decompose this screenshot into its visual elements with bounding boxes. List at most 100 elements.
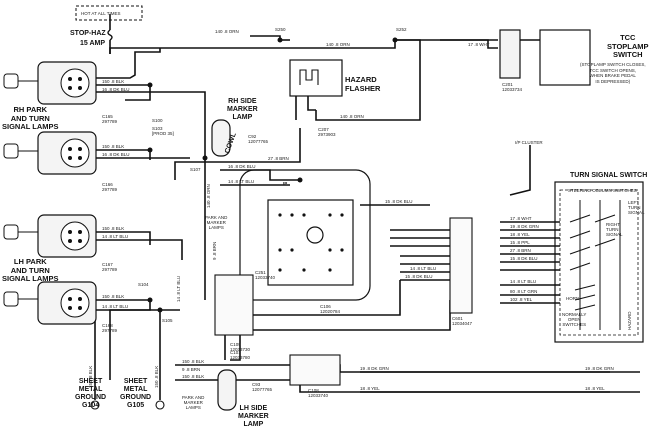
wire-dkblu5	[225, 280, 401, 316]
ip-center-circle	[306, 226, 324, 244]
wire-brn-vertical	[174, 128, 301, 180]
rh-park-lamps-label: RH PARK AND TURN SIGNAL LAMPS	[2, 105, 59, 131]
c251-label: C251 12033740	[255, 270, 276, 280]
c207-label: C207 2973903	[318, 127, 336, 137]
ts-wire-wht: 17 .8 WHT	[510, 216, 532, 221]
park-marker-label-1: PARK AND MARKER LAMPS	[205, 215, 228, 230]
lh-lamp-2-socket	[60, 288, 90, 318]
fuse-symbol	[107, 29, 113, 41]
wire-label-brn1: 27 .8 BRN	[268, 156, 289, 161]
ip-cluster-label: I/P CLUSTER	[515, 140, 543, 145]
park-marker-label-2: PARK AND MARKER LAMPS	[182, 395, 205, 410]
tcc-switch-note: (STOPLAMP SWITCH CLOSES, TCC SWITCH OPEN…	[580, 62, 646, 84]
left-turn-label: LEFT TURN SIGNAL	[628, 200, 645, 215]
lh-lamp-1-socket	[60, 221, 90, 251]
ts-wire-yel2: 102 .8 YEL	[510, 297, 533, 302]
wire-orn-top	[109, 39, 498, 54]
wire-label-v-brn: 9 .8 BRN	[212, 241, 217, 260]
wire-hazard-down	[295, 96, 316, 120]
s103-label: S103 [PROD 35]	[152, 126, 174, 136]
rh-lamp-1-socket	[60, 68, 90, 98]
ground-g104-symbol	[90, 400, 100, 410]
wire-label-blk3: 150 .8 BLK	[102, 226, 125, 231]
lh-park-lamps-label: LH PARK AND TURN SIGNAL LAMPS	[2, 257, 59, 283]
lh-side-marker-label: LH SIDE MARKER LAMP	[238, 405, 269, 428]
c108-connector	[289, 354, 341, 386]
hazard-flasher-symbol	[299, 69, 319, 85]
c601-connector	[449, 217, 473, 314]
wire-label-orn-2: 140 .8 ORN	[215, 29, 239, 34]
steering-column-label: STEERING COLUMN SWITCHES	[568, 188, 637, 193]
fuse-box	[75, 5, 143, 21]
ts-wire-ltgrn: 80 .8 LT GRN	[510, 289, 538, 294]
horn-label: HORN	[566, 296, 580, 301]
splice-s252	[392, 37, 398, 43]
splice-s250	[277, 37, 283, 43]
rh-side-marker-label: RH SIDE MARKER LAMP	[227, 98, 258, 121]
ip-label: IP	[283, 181, 288, 186]
fuse-rating: 15 AMP	[80, 40, 106, 47]
wire-bottom-dkgrn	[175, 364, 610, 373]
s100-label: S100	[152, 118, 163, 123]
splice-ip	[297, 177, 303, 183]
s250-label: S250	[275, 27, 286, 32]
wire-label-blk5: 150 .8 BLK	[182, 359, 205, 364]
wire-label-dkblu5: 15 .8 DK BLU	[405, 274, 433, 279]
fuse-hot-note: HOT AT ALL TIMES	[81, 11, 121, 16]
wire-ltblu1	[95, 239, 183, 260]
wire-bottom-out	[360, 371, 640, 393]
ground-g105-label: SHEET METAL GROUND G105	[120, 378, 152, 409]
wire-s250-down	[250, 35, 281, 40]
splice-s103	[147, 147, 153, 153]
ts-wire-dkblu: 15 .8 DK BLU	[510, 256, 538, 261]
wire-label-dkblu2: 16 .8 DK BLU	[102, 152, 130, 157]
wire-label-dkblu1: 16 .8 DK BLU	[102, 87, 130, 92]
s105-label: S105	[162, 318, 173, 323]
rh-lamp-1-plug	[3, 73, 19, 89]
ts-wire-dkgrn: 19 .8 DK GRN	[510, 224, 539, 229]
rh-lamp-2-plug	[3, 143, 19, 159]
c165-label: C165 297789	[102, 114, 118, 124]
wire-label-dkblu4: 15 .8 DK BLU	[385, 199, 413, 204]
c106-label: C106 12020784	[320, 304, 341, 314]
ts-wire-brn: 27 .8 BRN	[510, 248, 531, 253]
wire-orn-down	[95, 48, 161, 79]
splice-s105	[157, 307, 163, 313]
wire-label-blk1: 150 .8 BLK	[102, 79, 125, 84]
c167-label: C167 297789	[102, 262, 118, 272]
wire-label-ltblu3: 14 .8 LT BLU	[228, 179, 255, 184]
splice-s107	[202, 155, 208, 161]
wire-ts-bundle-2	[400, 255, 450, 281]
wire-label-v-blk1: 150 .8 BLK	[88, 365, 93, 388]
s104-label: S104	[138, 282, 149, 287]
wire-ts-right	[500, 221, 560, 304]
right-turn-label: RIGHT TURN SIGNAL	[606, 222, 623, 237]
rh-lamp-2-socket	[60, 138, 90, 168]
turn-signal-switch-box	[554, 181, 644, 343]
ts-wire-ltblu: 14 .8 LT BLU	[510, 279, 537, 284]
wire-label-v-ltblu: 14 .8 LT BLU	[176, 275, 181, 302]
wire-label-dkblu3: 16 .8 DK BLU	[228, 164, 256, 169]
ip-panel	[239, 169, 371, 301]
hazard-flasher-box	[289, 59, 343, 97]
s252-label: S252	[396, 27, 407, 32]
tcc-switch-box	[539, 29, 591, 86]
tcc-switch-label: TCC STOPLAMP SWITCH	[607, 33, 649, 59]
c101-label: C101 12033780	[230, 350, 251, 360]
ground-g104-label: SHEET METAL GROUND G104	[75, 378, 107, 409]
c92-label: C92 12077765	[248, 134, 269, 144]
wire-label-bot-dkgrn2: 19 .8 DK GRN	[585, 366, 614, 371]
turn-signal-switch-label: TURN SIGNAL SWITCH	[570, 172, 648, 179]
wire-dkblu3	[220, 169, 300, 181]
c168-label: C168 297789	[102, 323, 118, 333]
wire-ip-cluster	[509, 145, 531, 196]
ts-wire-ppl: 15 .8 PPL	[510, 240, 530, 245]
wire-dkblu1	[95, 91, 206, 300]
wire-label-v-blk2: 150 .8 BLK	[154, 365, 159, 388]
lh-lamp-2-plug	[3, 291, 19, 307]
wire-label-ltblu1: 14 .8 LT BLU	[102, 234, 129, 239]
wire-label-v-orn: 140 .8 ORN	[206, 184, 211, 208]
wire-bottom-yel	[175, 379, 610, 393]
c106-connector	[267, 199, 354, 286]
